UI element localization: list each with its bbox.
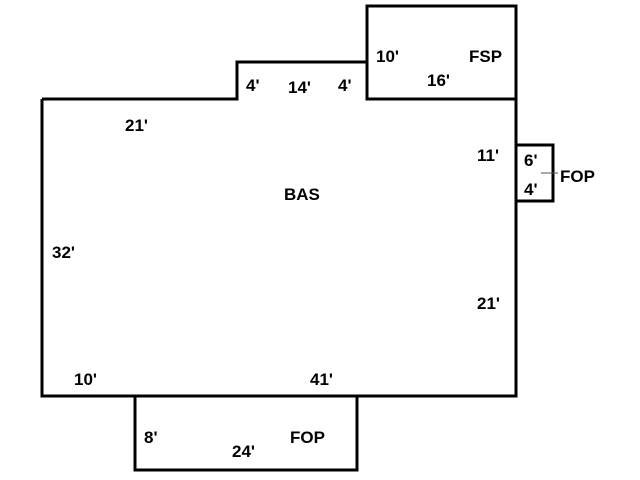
dim-bas-right-lower: 21' xyxy=(477,294,500,313)
dim-bas-bottom-left: 10' xyxy=(74,370,97,389)
fsp-label: FSP xyxy=(469,47,502,66)
dim-bas-notch-left: 4' xyxy=(246,76,260,95)
dim-fop-right-depth: 4' xyxy=(524,180,538,199)
fop-bottom-outline xyxy=(133,394,359,472)
dim-fsp-bottom: 16' xyxy=(427,71,450,90)
fop-right-label: FOP xyxy=(560,167,595,186)
dim-bas-notch-right: 4' xyxy=(338,76,352,95)
dim-bas-bottom: 41' xyxy=(310,370,333,389)
bas-outline xyxy=(40,60,518,398)
dim-bas-top-left: 21' xyxy=(125,116,148,135)
dim-bas-right-upper: 11' xyxy=(477,146,499,165)
dim-bas-left: 32' xyxy=(52,243,75,262)
dim-fop-right-width: 6' xyxy=(524,151,538,170)
fsp-outline xyxy=(365,4,518,101)
dim-fop-bottom-side: 8' xyxy=(144,428,158,447)
dim-fop-bottom-width: 24' xyxy=(232,442,255,461)
dim-fsp-side: 10' xyxy=(376,47,399,66)
dim-bas-notch-top: 14' xyxy=(288,78,311,97)
fop-bottom-label: FOP xyxy=(290,428,325,447)
bas-label: BAS xyxy=(284,185,320,204)
